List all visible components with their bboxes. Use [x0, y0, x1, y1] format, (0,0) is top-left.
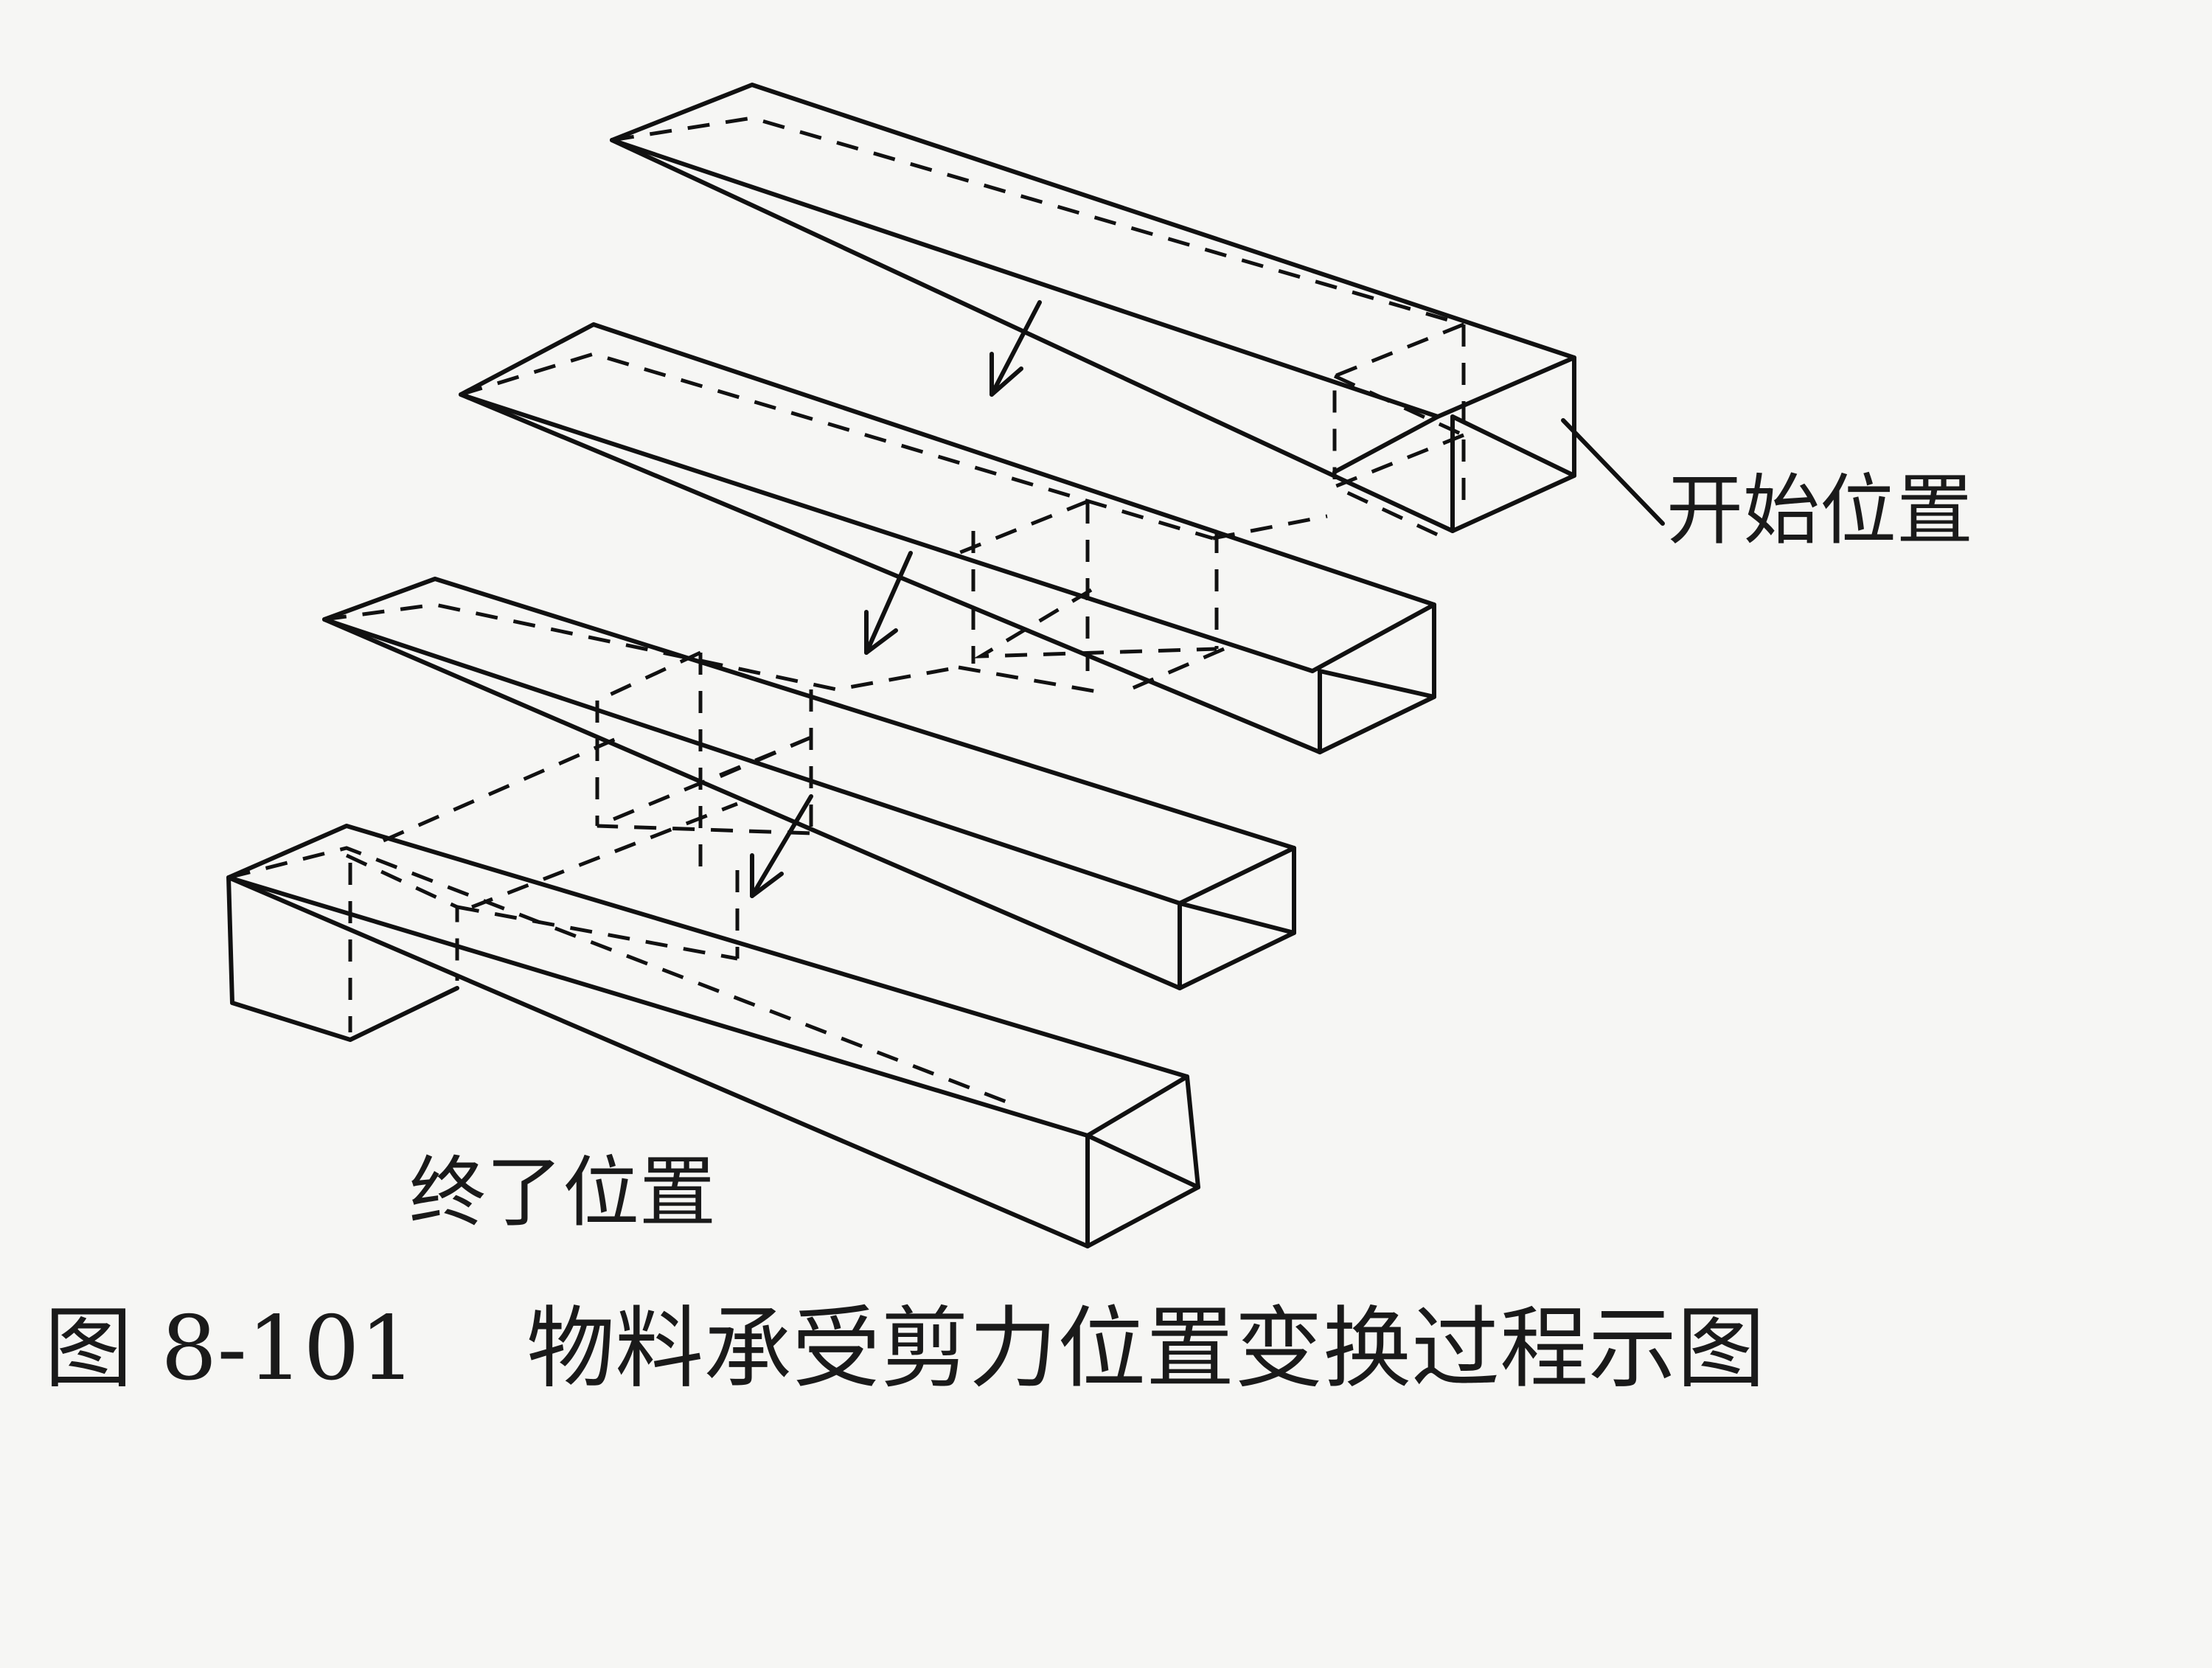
end-position-label: 终了位置: [409, 1147, 717, 1237]
start-position-label: 开始位置: [1666, 465, 1974, 555]
arrow-1: [990, 300, 1042, 397]
bar-start: [610, 83, 1576, 541]
figure-number: 图 8-101: [44, 1298, 417, 1400]
figure-title: 物料承受剪力位置变换过程示图: [526, 1298, 1766, 1400]
bar-second: [459, 322, 1436, 754]
arrow-2: [864, 551, 913, 655]
arrow-3: [750, 794, 813, 898]
bar-end: [226, 735, 1200, 1248]
bar-third: [322, 577, 1296, 990]
start-leader-line: [1561, 418, 1665, 526]
